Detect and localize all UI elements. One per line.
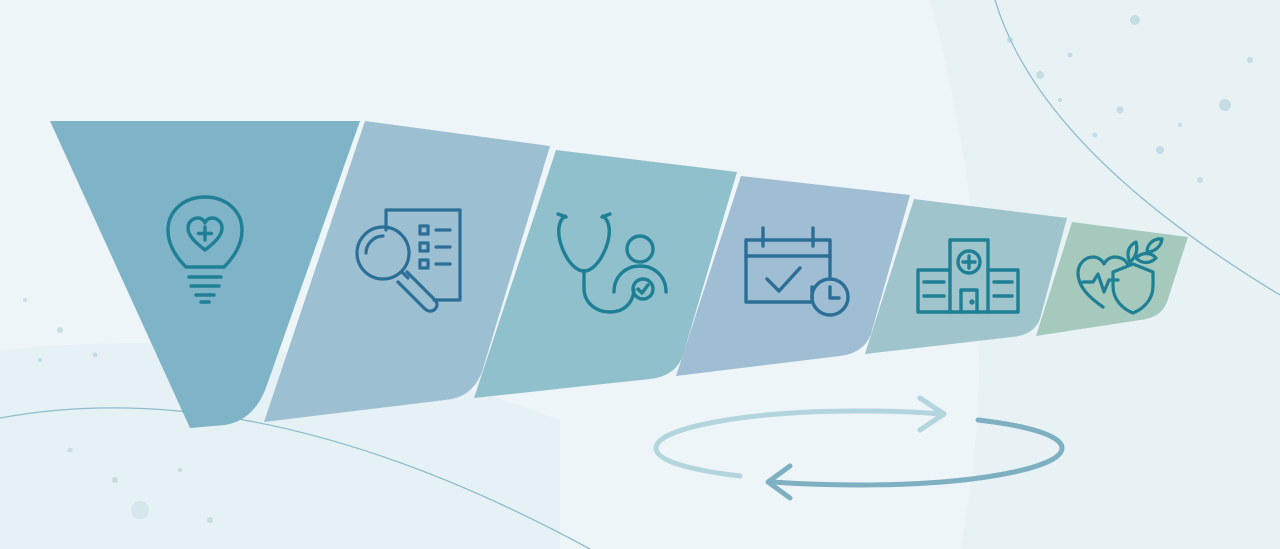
stage-hospital[interactable]: [865, 199, 1067, 354]
background-dots: [23, 15, 1253, 523]
stethoscope-patient-icon: [556, 212, 668, 314]
cycle-arrows-icon: [653, 395, 1065, 501]
magnifier-checklist-icon: [355, 208, 462, 313]
lightbulb-heart-icon: [166, 195, 244, 304]
stage-idea[interactable]: [50, 121, 360, 428]
background-curve-bottom: [0, 407, 591, 549]
stage-consultation[interactable]: [474, 150, 737, 398]
hospital-building-icon: [916, 238, 1020, 314]
heart-shield-leaves-icon: [1076, 237, 1164, 315]
calendar-clock-icon: [744, 226, 850, 317]
